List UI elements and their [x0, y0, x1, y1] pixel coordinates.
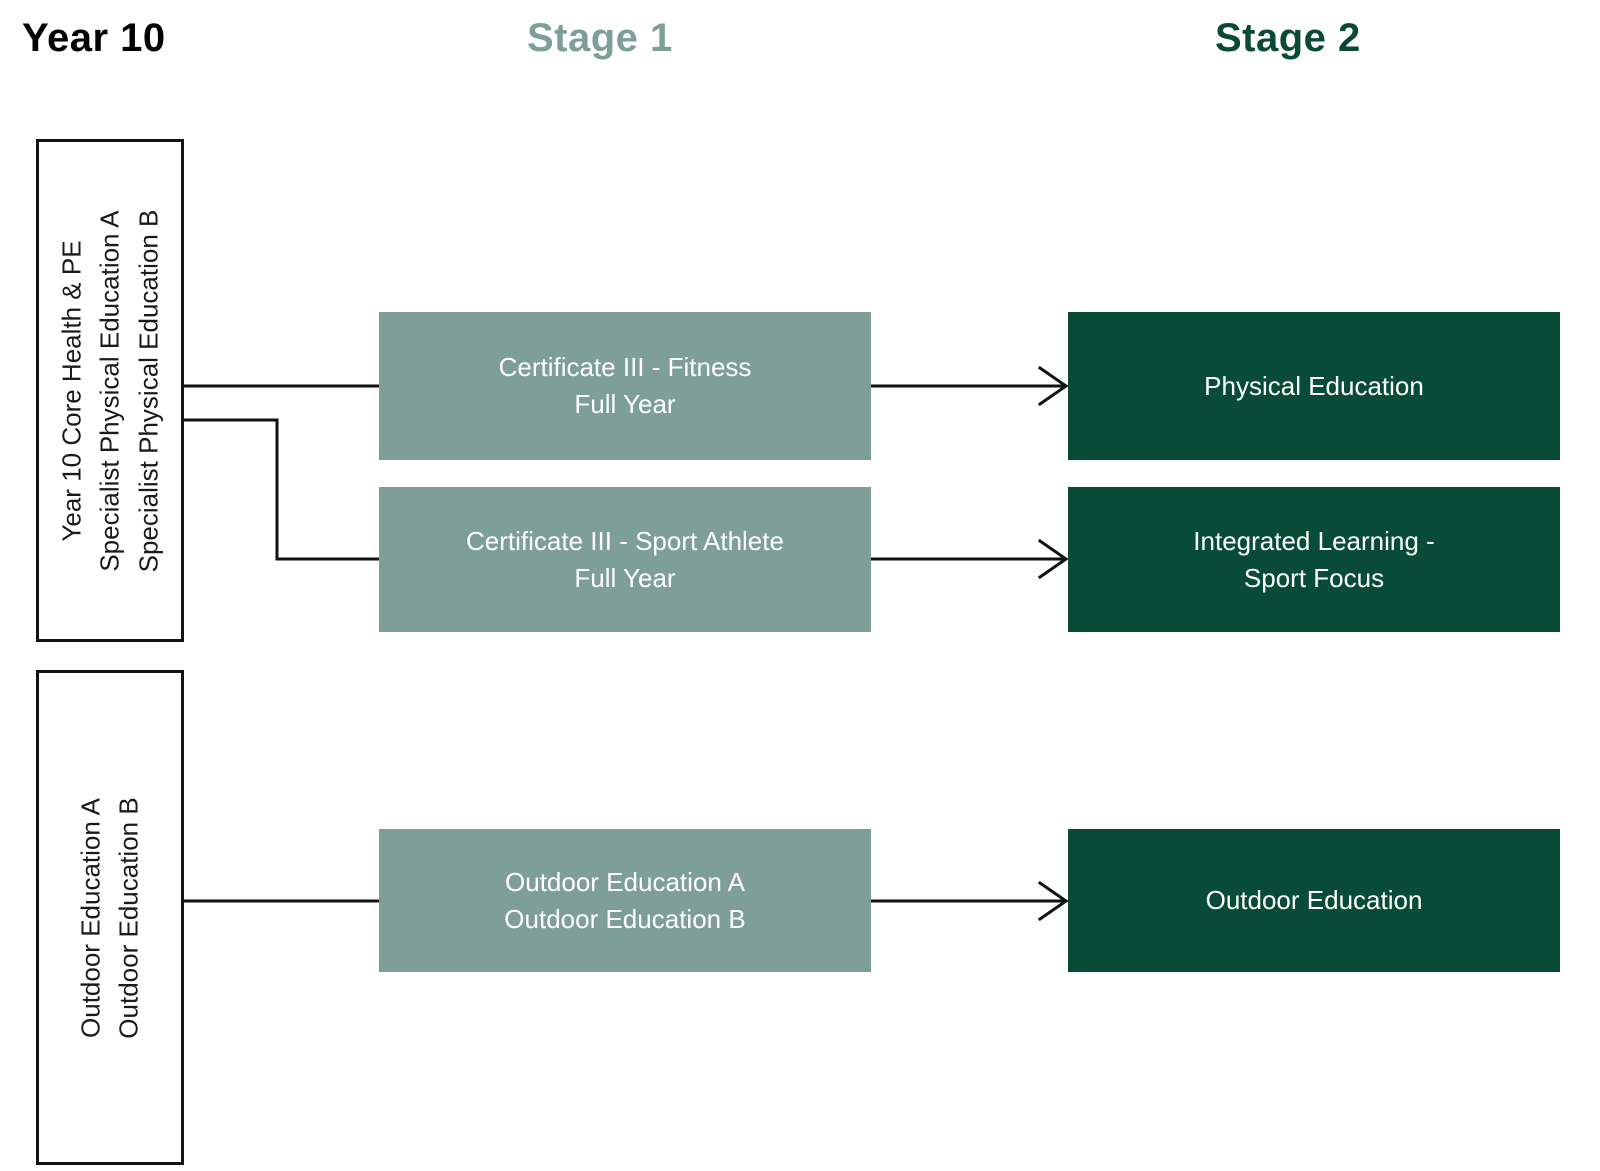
stage2-box-outdoor-education[interactable]: Outdoor Education	[1068, 829, 1560, 972]
stage1-box-certificate-iii-fitness[interactable]: Certificate III - Fitness Full Year	[379, 312, 871, 460]
year10-pe-line-3: Specialist Physical Education B	[133, 209, 164, 572]
stage2-pe-line-1: Physical Education	[1204, 370, 1424, 401]
stage2-integrated-line-2: Sport Focus	[1243, 562, 1385, 593]
stage1-fitness-label: Certificate III - Fitness Full Year	[499, 349, 752, 423]
stage1-fitness-line-1: Certificate III - Fitness	[498, 352, 752, 383]
year10-box-physical-education[interactable]: Year 10 Core Health & PE Specialist Phys…	[36, 139, 184, 642]
stage2-box-integrated-learning-sport-focus[interactable]: Integrated Learning - Sport Focus	[1068, 487, 1560, 632]
column-heading-stage2: Stage 2	[1215, 16, 1361, 60]
year10-pe-text-stack: Year 10 Core Health & PE Specialist Phys…	[52, 209, 167, 572]
stage2-outdoor-label: Outdoor Education	[1206, 882, 1423, 919]
stage2-outdoor-line-1: Outdoor Education	[1205, 885, 1423, 916]
stage1-athlete-line-2: Full Year	[574, 562, 676, 593]
stage2-pe-label: Physical Education	[1204, 368, 1424, 405]
stage1-box-outdoor-education[interactable]: Outdoor Education A Outdoor Education B	[379, 829, 871, 972]
stage1-box-certificate-iii-sport-athlete[interactable]: Certificate III - Sport Athlete Full Yea…	[379, 487, 871, 632]
year10-pe-line-1: Year 10 Core Health & PE	[56, 239, 87, 542]
stage1-outdoor-line-2: Outdoor Education B	[504, 903, 746, 934]
arrowhead-fitness-to-pe	[1037, 365, 1069, 407]
stage1-athlete-label: Certificate III - Sport Athlete Full Yea…	[466, 523, 784, 597]
stage1-outdoor-label: Outdoor Education A Outdoor Education B	[504, 864, 745, 938]
stage1-outdoor-line-1: Outdoor Education A	[505, 866, 745, 897]
stage1-athlete-line-1: Certificate III - Sport Athlete	[466, 525, 784, 556]
stage1-fitness-line-2: Full Year	[574, 389, 676, 419]
stage2-integrated-line-1: Integrated Learning -	[1193, 525, 1435, 556]
arrowhead-outdoor-to-outdoor	[1037, 880, 1069, 922]
year10-pe-line-2: Specialist Physical Education A	[94, 209, 125, 572]
stage2-box-physical-education[interactable]: Physical Education	[1068, 312, 1560, 460]
year10-outdoor-line-1: Outdoor Education A	[75, 797, 106, 1038]
column-heading-stage1: Stage 1	[527, 16, 673, 60]
year10-box-outdoor-education[interactable]: Outdoor Education A Outdoor Education B	[36, 670, 184, 1165]
connector-year10pe-to-athlete	[184, 418, 379, 561]
arrowhead-athlete-to-integrated	[1037, 538, 1069, 580]
year10-outdoor-text-stack: Outdoor Education A Outdoor Education B	[72, 797, 149, 1038]
column-heading-year10: Year 10	[22, 16, 166, 60]
stage2-integrated-label: Integrated Learning - Sport Focus	[1193, 523, 1434, 597]
year10-outdoor-line-2: Outdoor Education B	[114, 796, 144, 1039]
